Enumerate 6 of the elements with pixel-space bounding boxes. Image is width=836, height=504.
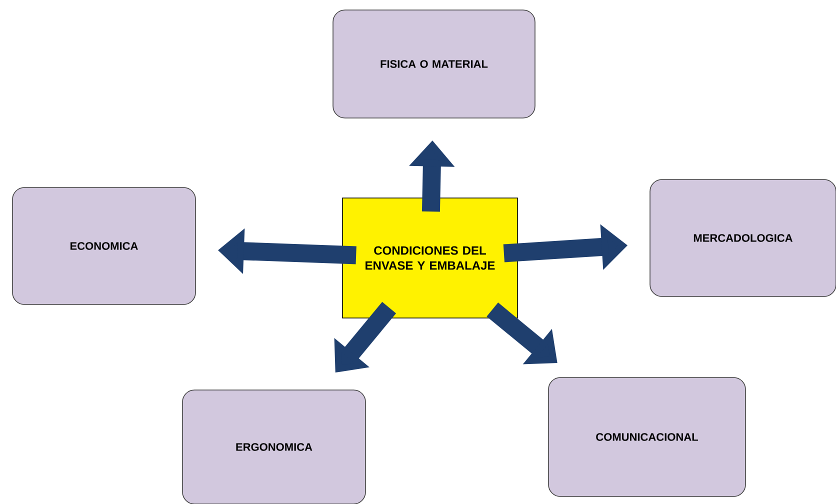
category-box: ERGONOMICA [182, 390, 366, 504]
center-box: CONDICIONES DEL ENVASE Y EMBALAJE [342, 198, 518, 318]
category-box: ECONOMICA [12, 187, 196, 305]
category-box: COMUNICACIONAL [548, 377, 746, 497]
category-box: FISICA O MATERIAL [332, 10, 536, 118]
category-box: MERCADOLOGICA [650, 179, 836, 297]
